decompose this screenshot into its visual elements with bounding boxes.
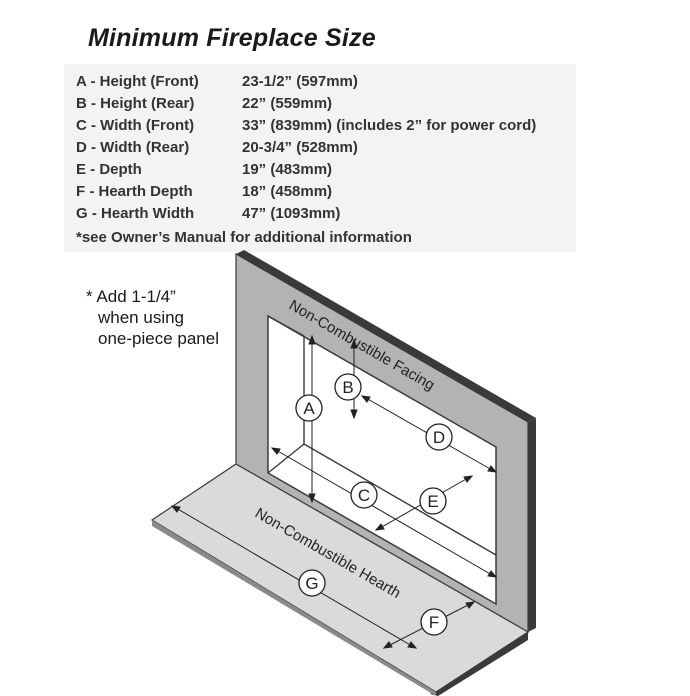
facing-right-edge (528, 418, 536, 632)
marker-g-label: G (305, 574, 318, 593)
spec-value: 47” (1093mm) (242, 205, 341, 222)
marker-c-label: C (358, 486, 370, 505)
marker-f: F (420, 608, 448, 636)
page-title: Minimum Fireplace Size (88, 24, 376, 52)
marker-f-label: F (429, 613, 439, 632)
marker-a: A (295, 394, 323, 422)
marker-a-label: A (303, 399, 315, 418)
spec-value: 20-3/4” (528mm) (242, 139, 358, 156)
facing-side-edge (236, 250, 536, 422)
dimension-specs-table: A - Height (Front) 23-1/2” (597mm) B - H… (64, 64, 576, 252)
spec-value: 23-1/2” (597mm) (242, 73, 358, 90)
spec-label: G - Hearth Width (76, 205, 195, 222)
marker-e-label: E (427, 492, 438, 511)
spec-label: A - Height (Front) (76, 73, 199, 90)
hearth-front-edge (152, 520, 436, 696)
marker-b: B (334, 373, 362, 401)
spec-label: B - Height (Rear) (76, 95, 195, 112)
spec-label: C - Width (Front) (76, 117, 195, 134)
spec-label: E - Depth (76, 161, 142, 178)
spec-value: 18” (458mm) (242, 183, 333, 200)
spec-value: 22” (559mm) (242, 95, 333, 112)
spec-value: 19” (483mm) (242, 161, 333, 178)
spec-label: F - Hearth Depth (76, 183, 193, 200)
interior-box-lines (267, 315, 497, 556)
marker-d-label: D (433, 428, 445, 447)
marker-c: C (350, 481, 378, 509)
marker-g: G (298, 569, 326, 597)
manual-note: *see Owner’s Manual for additional infor… (76, 229, 412, 246)
spec-label: D - Width (Rear) (76, 139, 190, 156)
marker-e: E (419, 487, 447, 515)
marker-d: D (425, 423, 453, 451)
spec-value: 33” (839mm) (includes 2” for power cord) (242, 117, 537, 134)
panel-note: * Add 1-1/4” when using one-piece panel (86, 286, 219, 349)
fireplace-opening (267, 314, 497, 606)
panel-note-line: when using (98, 308, 185, 327)
marker-b-label: B (342, 378, 353, 397)
panel-note-line: * Add 1-1/4” (86, 287, 176, 306)
panel-note-line: one-piece panel (98, 329, 219, 348)
